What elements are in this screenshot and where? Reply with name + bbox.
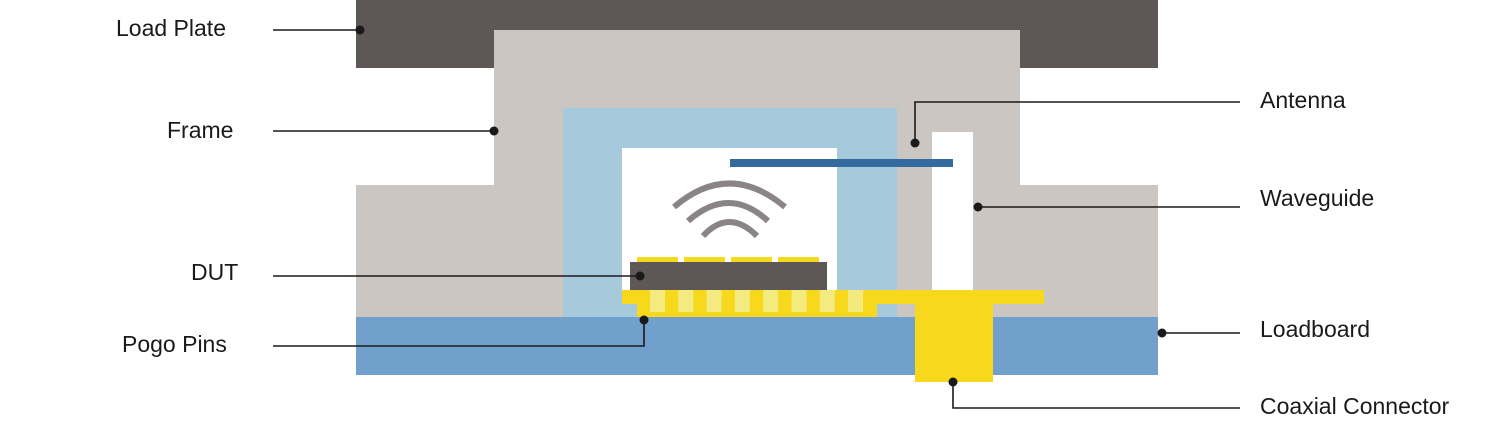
leader-pogo-pins [273, 315, 649, 347]
label-antenna: Antenna [1260, 87, 1346, 113]
pogo-pin-gap [848, 290, 864, 312]
leader-waveguide [973, 202, 1240, 212]
label-pogo-pins: Pogo Pins [122, 331, 227, 357]
leader-frame [273, 126, 499, 136]
pogo-pin-gap [734, 290, 750, 312]
label-loadboard: Loadboard [1260, 316, 1370, 342]
leader-antenna [910, 101, 1240, 148]
leader-coaxial-connector [948, 377, 1240, 409]
antenna [730, 159, 953, 167]
leader-loadboard [1157, 328, 1240, 338]
pogo-pin-gap [819, 290, 835, 312]
pogo-pin-gap [650, 290, 665, 312]
pogo-pin-gap [791, 290, 807, 312]
label-waveguide: Waveguide [1260, 185, 1374, 211]
coaxial-connector [915, 290, 993, 382]
dut [630, 257, 827, 290]
leader-dut [273, 271, 645, 281]
leader-load-plate [273, 25, 365, 35]
pogo-pin-gap [678, 290, 694, 312]
label-coaxial-connector: Coaxial Connector [1260, 393, 1450, 419]
wireless-signal-icon [672, 180, 787, 239]
pogo-pin-gap [763, 290, 779, 312]
pogo-pin-gap [706, 290, 722, 312]
label-frame: Frame [167, 117, 233, 143]
waveguide-slot [932, 132, 973, 290]
label-dut: DUT [191, 259, 238, 285]
label-load-plate: Load Plate [116, 15, 226, 41]
